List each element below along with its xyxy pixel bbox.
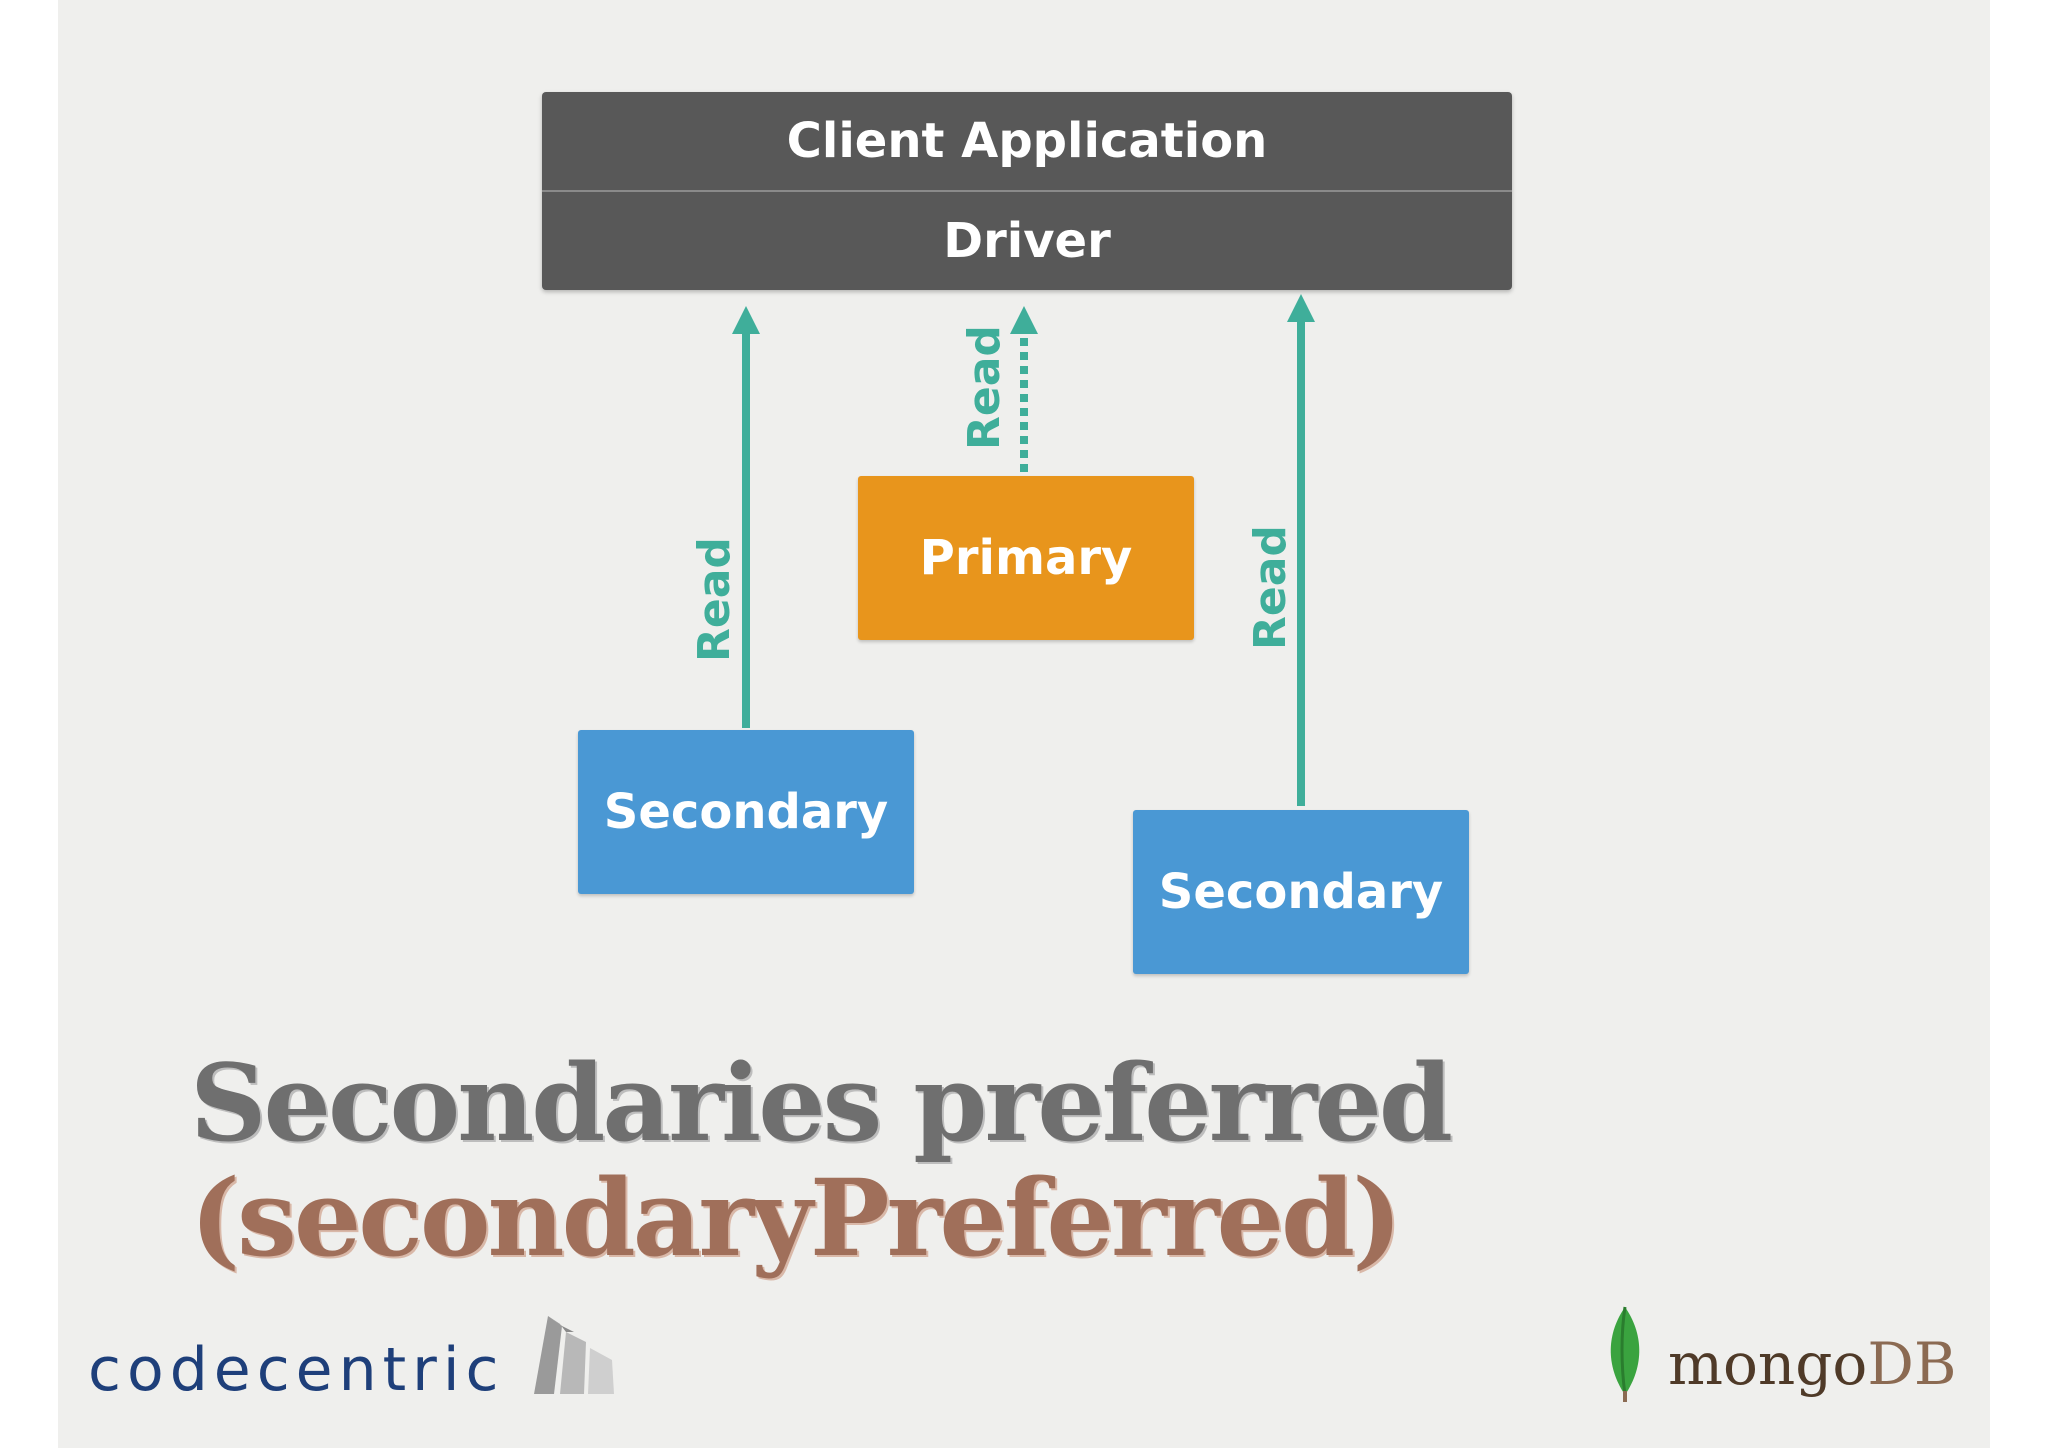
codecentric-building-icon [534, 1316, 614, 1394]
mongodb-leaf-icon [1610, 1306, 1640, 1402]
mongodb-wordmark-mongo: mongo [1668, 1330, 1868, 1398]
secondary-node-left: Secondary [578, 730, 914, 894]
read-arrows: Read Read Read [689, 294, 1315, 806]
codecentric-wordmark: codecentric [88, 1335, 505, 1405]
client-driver-stack: Client Application Driver [542, 92, 1512, 290]
client-application-label: Client Application [786, 113, 1268, 169]
arrowhead-center [1010, 306, 1038, 334]
slide-subtitle: (secondaryPreferred) [190, 1155, 1402, 1280]
read-label-left: Read [689, 537, 740, 662]
arrowhead-right [1287, 294, 1315, 322]
mongodb-wordmark: mongoDB [1668, 1330, 1956, 1398]
arrowhead-left [732, 306, 760, 334]
slide: Client Application Driver Read Read Read… [58, 0, 1990, 1448]
slide-title: Secondaries preferred [190, 1040, 1453, 1165]
driver-label: Driver [943, 213, 1111, 269]
read-label-right: Read [1245, 525, 1296, 650]
primary-node: Primary [858, 476, 1194, 640]
read-label-center: Read [959, 325, 1010, 450]
mongodb-wordmark-db: DB [1867, 1330, 1957, 1398]
stack-divider [542, 190, 1512, 192]
secondary-node-right: Secondary [1133, 810, 1469, 974]
